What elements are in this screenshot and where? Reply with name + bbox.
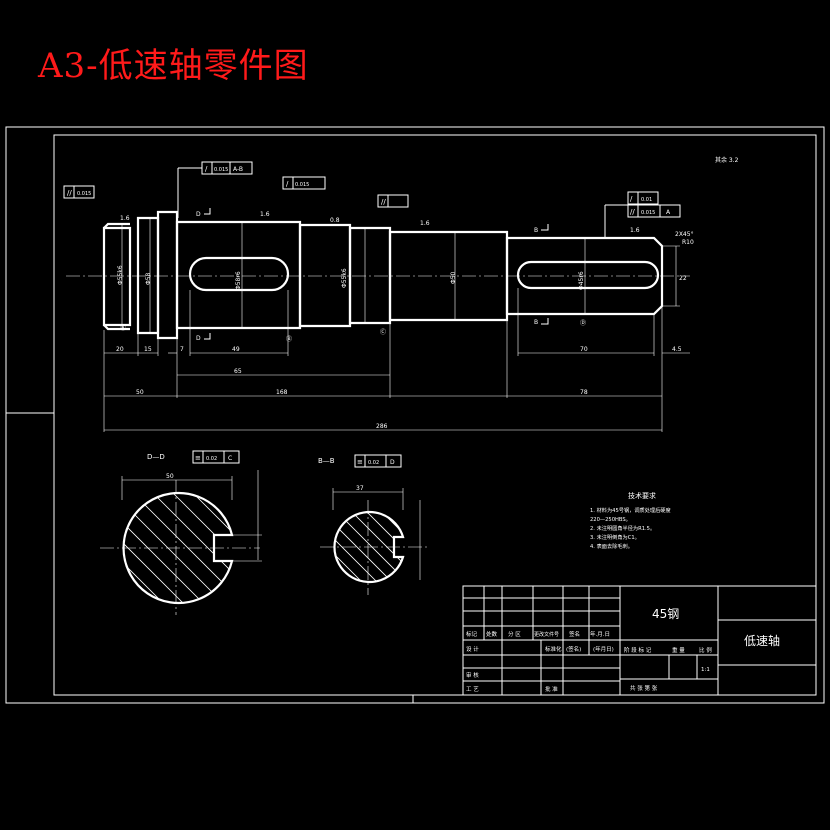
tech-heading: 技术要求 xyxy=(628,491,656,500)
dim-49: 49 xyxy=(232,346,240,353)
tech-line-4: 3. 未注明倒角为C1。 xyxy=(590,533,640,541)
title-block-part-name: 低速轴 xyxy=(744,633,780,648)
svg-text://: // xyxy=(67,189,72,197)
title-block-material: 45钢 xyxy=(652,607,679,621)
gdt-cyl-right: 0.01 xyxy=(641,197,652,203)
tb-scale: 1:1 xyxy=(701,667,710,673)
gdt-ref-a: A xyxy=(666,209,671,216)
dim-168: 168 xyxy=(276,389,288,396)
section-dd-ref: C xyxy=(228,455,232,462)
gdt-runout-small: 0.015 xyxy=(295,182,309,188)
svg-text:Φ45r6: Φ45r6 xyxy=(578,271,585,290)
section-bb-ref: D xyxy=(390,459,395,466)
svg-text:Ⓐ: Ⓐ xyxy=(120,324,126,332)
tb-sheet: 共 张 第 张 xyxy=(630,684,658,692)
tb-stage: 阶 段 标 记 xyxy=(624,646,652,654)
dim-50: 50 xyxy=(136,389,144,396)
svg-text:22: 22 xyxy=(679,275,687,282)
svg-text:1.6: 1.6 xyxy=(630,227,640,234)
tb-craft: 工 艺 xyxy=(466,686,479,693)
dim-7: 7 xyxy=(180,346,184,353)
tb-header-2: 处数 xyxy=(486,630,498,638)
gdt-runout-a: 0.015 xyxy=(77,191,91,197)
svg-text:Φ55k6: Φ55k6 xyxy=(117,265,124,285)
section-dd-sym: 0.02 xyxy=(206,456,217,462)
svg-text:≡: ≡ xyxy=(357,458,363,466)
radius-label: R10 xyxy=(682,239,694,246)
tb-date: (年月日) xyxy=(593,645,614,653)
svg-text:Φ58r6: Φ58r6 xyxy=(235,271,242,290)
tech-line-2: 220—250HBS。 xyxy=(590,517,631,523)
tb-approve: 批 准 xyxy=(545,685,558,693)
gdt-runout-right: 0.015 xyxy=(641,210,655,216)
page-title: A3-低速轴零件图 xyxy=(38,46,309,86)
svg-text:D: D xyxy=(196,211,201,218)
tb-sign: (签名) xyxy=(566,645,581,653)
tech-line-5: 4. 表面去除毛刺。 xyxy=(590,542,633,550)
dim-15: 15 xyxy=(144,346,152,353)
tb-weight: 重 量 xyxy=(672,646,685,654)
svg-text://: // xyxy=(630,208,635,216)
tech-requirements: 技术要求 1. 材料为45号钢，调质处理后硬度 220—250HBS。 2. 未… xyxy=(590,491,671,550)
tb-header-6: 年.月.日 xyxy=(590,630,610,638)
tb-header-3: 分 区 xyxy=(508,630,521,638)
tb-header-5: 签名 xyxy=(569,630,580,638)
svg-text:0.8: 0.8 xyxy=(330,217,340,224)
svg-text:Ⓒ: Ⓒ xyxy=(380,328,386,336)
gdt-ref-ab: A-B xyxy=(233,166,243,173)
svg-text:/: / xyxy=(630,195,633,203)
svg-text:Φ55k6: Φ55k6 xyxy=(341,268,348,288)
dim-45: 4.5 xyxy=(672,346,682,353)
svg-text:Ⓓ: Ⓓ xyxy=(580,319,586,327)
dim-78: 78 xyxy=(580,389,588,396)
roughness-note: 其余 3.2 xyxy=(715,156,739,164)
tech-line-1: 1. 材料为45号钢，调质处理后硬度 xyxy=(590,506,671,514)
dim-20: 20 xyxy=(116,346,124,353)
gdt-frames: // 0.015 / 0.015 A-B / 0.015 // / 0.01 /… xyxy=(63,161,681,238)
chamfer-label: 2X45° xyxy=(675,231,694,238)
svg-text:1.6: 1.6 xyxy=(120,215,130,222)
title-block xyxy=(462,585,817,696)
drawing-frame xyxy=(5,126,825,704)
section-bb-label: B—B xyxy=(318,457,335,465)
tb-header-1: 标记 xyxy=(466,630,478,638)
svg-text:Ⓑ: Ⓑ xyxy=(286,335,292,343)
section-bb: B—B ≡ 0.02 D 37 xyxy=(318,454,430,595)
section-bb-dim: 37 xyxy=(356,485,364,492)
svg-text:≡: ≡ xyxy=(195,454,201,462)
dim-65: 65 xyxy=(234,368,242,375)
dim-286: 286 xyxy=(376,423,388,430)
gdt-runout-ab: 0.015 xyxy=(214,167,228,173)
tb-header-4: 更改文件号 xyxy=(534,631,559,638)
section-dd-label: D—D xyxy=(147,453,165,461)
svg-text:/: / xyxy=(286,180,289,188)
svg-text:B: B xyxy=(534,227,538,234)
tb-check: 审 核 xyxy=(466,671,479,679)
svg-text:D: D xyxy=(196,335,201,342)
svg-text:/: / xyxy=(205,165,208,173)
tb-ratio: 比 例 xyxy=(699,646,712,654)
dimension-lines xyxy=(103,288,690,432)
svg-text:Φ58: Φ58 xyxy=(145,272,152,285)
svg-text:1.6: 1.6 xyxy=(420,220,430,227)
tb-std: 标准化 xyxy=(545,645,562,653)
section-dd-dim: 50 xyxy=(166,473,174,480)
section-bb-sym: 0.02 xyxy=(368,460,379,466)
svg-text:1.6: 1.6 xyxy=(260,211,270,218)
dim-70: 70 xyxy=(580,346,588,353)
svg-text:B: B xyxy=(534,319,538,326)
tech-line-3: 2. 未注明圆角半径为R1.5。 xyxy=(590,524,655,532)
svg-text://: // xyxy=(381,198,386,206)
tb-design: 设 计 xyxy=(466,645,479,653)
shaft-main-view: Φ55k6 Φ58 Φ58r6 Φ55k6 Φ50 Φ45r6 22 D D B… xyxy=(66,208,690,343)
svg-text:Φ50: Φ50 xyxy=(450,271,457,284)
section-dd: D—D ≡ 0.02 C 50 xyxy=(100,450,262,615)
